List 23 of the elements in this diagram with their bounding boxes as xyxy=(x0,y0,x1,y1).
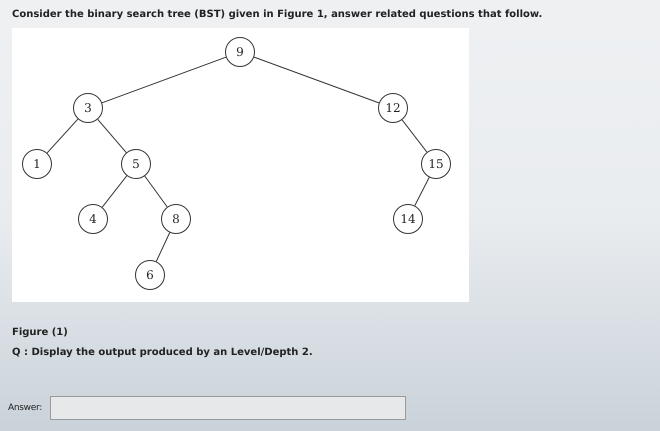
tree-node-circle: 8 xyxy=(161,204,191,234)
tree-edge xyxy=(144,176,168,208)
title-text: Consider the binary search tree (BST) given in Figure 1, answer related questions that follow. xyxy=(12,9,542,20)
tree-edge xyxy=(402,119,428,153)
figure-caption: Figure (1) xyxy=(12,327,68,338)
tree-edge xyxy=(102,56,226,104)
question-text: Q : Display the output produced by an Level/Depth 2. xyxy=(12,347,313,358)
tree-edge xyxy=(102,175,128,208)
answer-label: Answer: xyxy=(8,403,42,413)
tree-node-circle: 5 xyxy=(121,149,151,179)
tree-node-circle: 6 xyxy=(135,260,165,290)
tree-node-circle: 4 xyxy=(78,204,108,234)
tree-node-circle: 12 xyxy=(378,93,408,123)
tree-edge xyxy=(254,56,380,104)
tree-edge xyxy=(414,176,430,206)
tree-node-circle: 3 xyxy=(73,93,103,123)
tree-node-circle: 14 xyxy=(393,204,423,234)
tree-edge xyxy=(46,118,78,154)
tree-node-circle: 1 xyxy=(22,149,52,179)
tree-edge xyxy=(97,118,127,154)
tree-edge xyxy=(156,232,170,262)
tree-node-circle: 15 xyxy=(421,149,451,179)
tree-node-circle: 9 xyxy=(225,37,255,67)
